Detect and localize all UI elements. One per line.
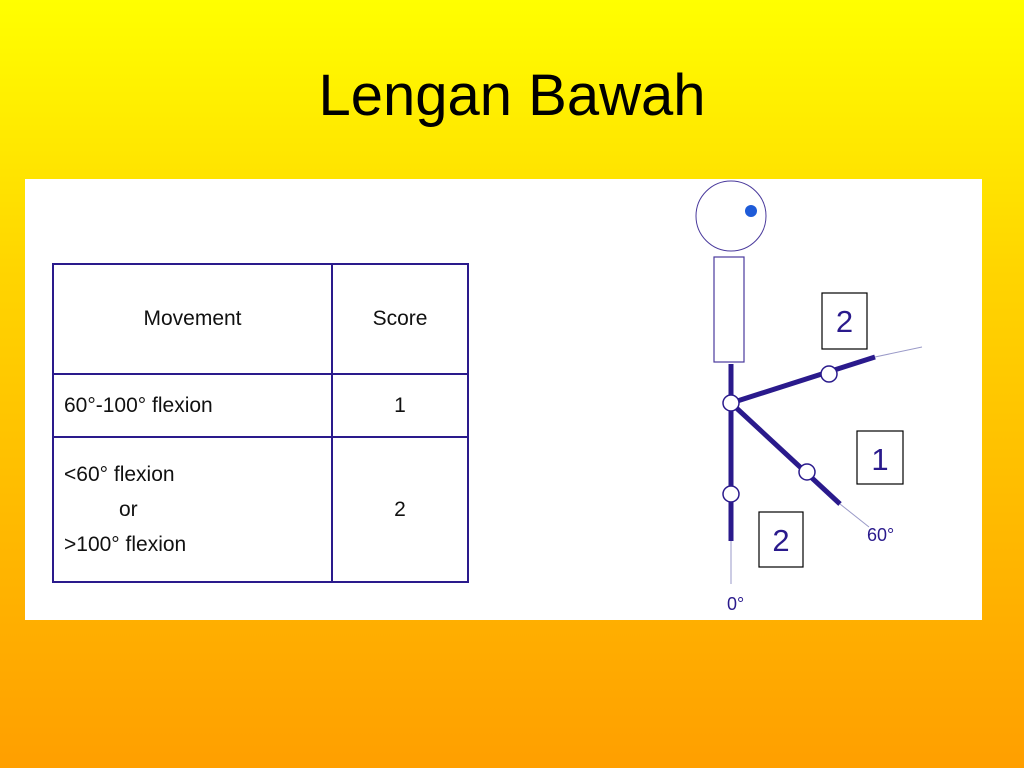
joint-marker [820,365,838,383]
table-header-row: Movement Score [52,263,469,375]
header-movement: Movement [52,263,333,375]
content-panel: Movement Score 60°-100° flexion 1 <60° f… [25,179,982,620]
angle-label-60: 60° [867,525,894,545]
reference-line-raised [874,346,923,358]
score-box-upper-label: 2 [836,304,853,339]
header-score: Score [331,263,469,375]
forearm-diagram: 2 1 2 60° 0° [695,180,923,614]
score-box-lower-label: 2 [772,523,789,558]
score-box-middle [856,430,904,485]
forearm-60 [729,401,842,506]
score-cell: 2 [331,436,469,583]
slide-title: Lengan Bawah [318,63,706,128]
movement-line: or [119,498,138,521]
score-box-upper [821,292,868,350]
elbow-joint [722,394,740,412]
head-shape [695,180,767,252]
score-box-lower [758,511,804,568]
reference-line-60 [839,503,870,528]
table-row: <60° flexion or >100° flexion 2 [52,436,469,583]
forearm-raised [730,354,876,406]
movement-score-table: Movement Score 60°-100° flexion 1 <60° f… [52,263,469,583]
movement-cell: <60° flexion or >100° flexion [52,436,333,583]
movement-line: >100° flexion [64,533,187,556]
eye-dot [745,205,757,217]
upper-arm [713,256,745,363]
joint-marker [798,463,816,481]
score-cell: 1 [331,373,469,438]
joint-marker [722,485,740,503]
movement-line: <60° flexion [64,463,175,486]
table-row: 60°-100° flexion 1 [52,373,469,438]
angle-label-0: 0° [727,594,744,614]
movement-cell: 60°-100° flexion [52,373,333,438]
score-box-middle-label: 1 [871,442,888,477]
